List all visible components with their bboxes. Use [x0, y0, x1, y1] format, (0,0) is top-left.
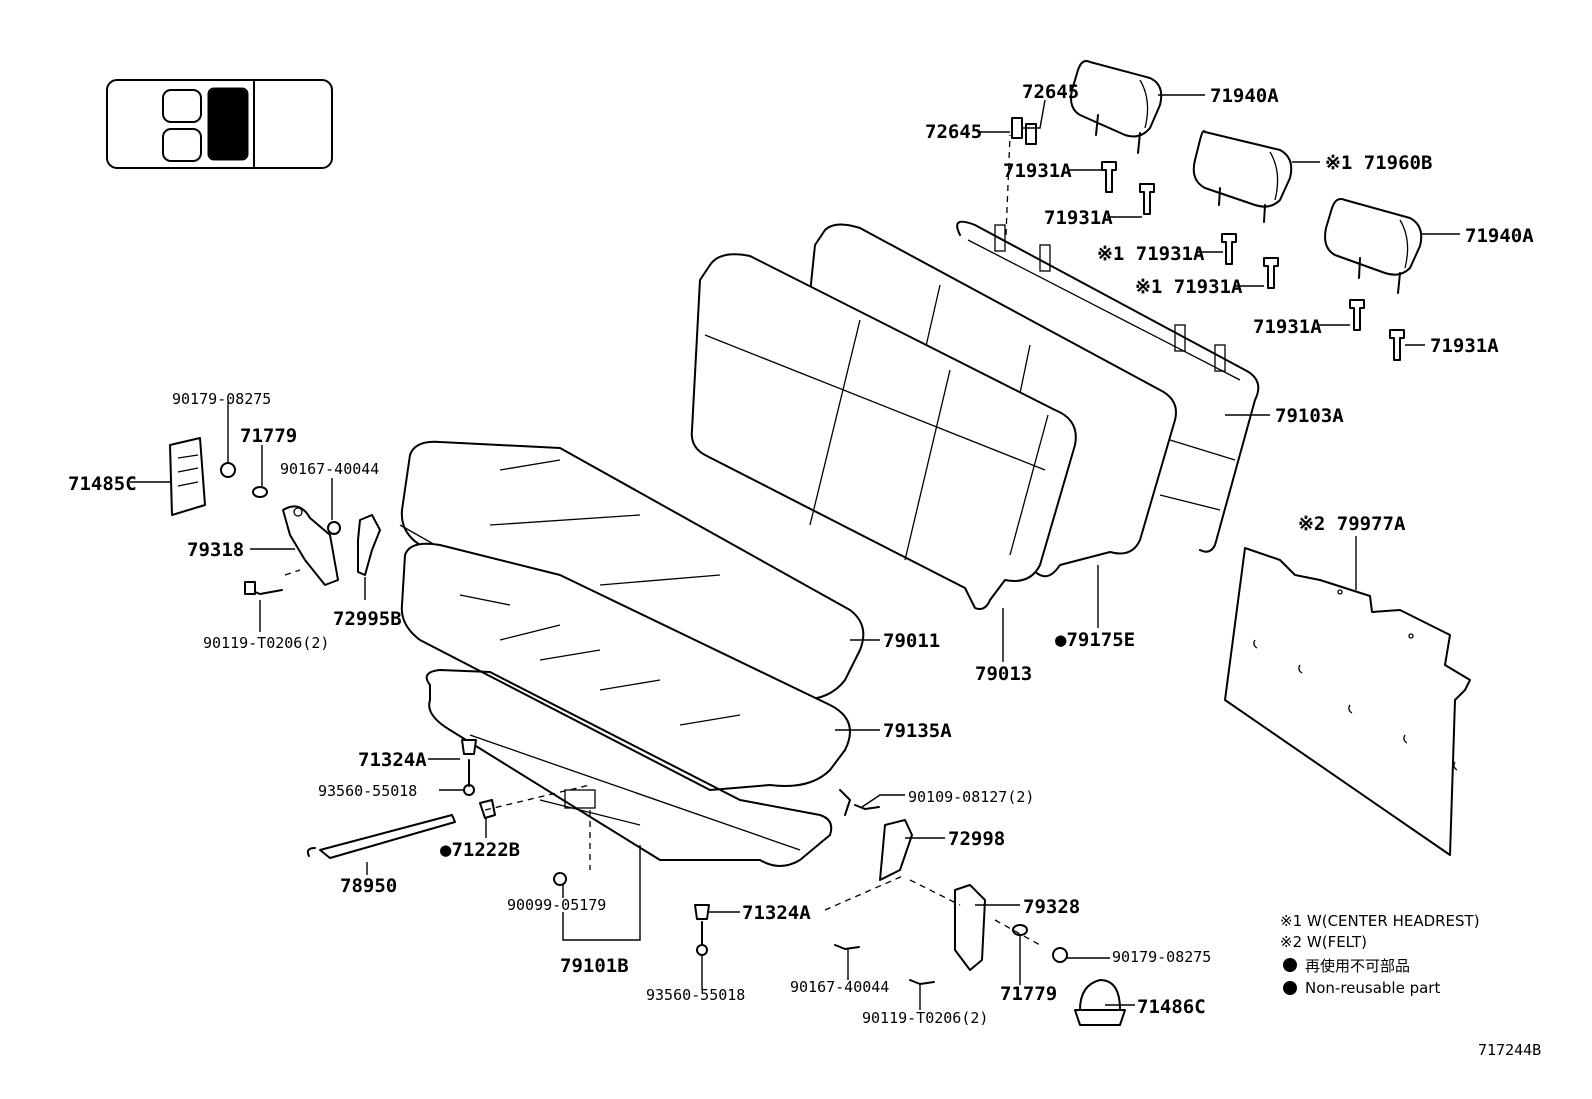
label-79013: 79013 [975, 663, 1032, 685]
label-71940a-right: 71940A [1465, 225, 1534, 247]
label-71960b: ※1 71960B [1325, 152, 1432, 174]
label-71324a-left: 71324A [358, 749, 427, 771]
note-felt: ※2 W(FELT) [1280, 933, 1367, 951]
label-90099-05179: 90099-05179 [507, 896, 606, 914]
seatback-cover [690, 253, 1077, 610]
label-78950: 78950 [340, 875, 397, 897]
label-72645-top: 72645 [1022, 81, 1079, 103]
part-labels: 72645 72645 71940A ※1 71960B 71940A 7193… [68, 81, 1534, 1027]
seatback-frame [956, 220, 1260, 553]
non-reusable-bullet-icon [1283, 958, 1297, 972]
seat-position-indicator [106, 79, 333, 169]
label-79318: 79318 [187, 539, 244, 561]
label-71931a-5: 71931A [1253, 316, 1322, 338]
label-72645: 72645 [925, 121, 982, 143]
label-90167-40044-left: 90167-40044 [280, 460, 379, 478]
leader-lines [130, 94, 1460, 1010]
label-90109-08127: 90109-08127(2) [908, 788, 1034, 806]
label-71931a-6: 71931A [1430, 335, 1499, 357]
left-hinge-parts [169, 437, 381, 595]
label-79101b: 79101B [560, 955, 629, 977]
label-79977a: ※2 79977A [1298, 513, 1406, 535]
note-center-headrest: ※1 W(CENTER HEADREST) [1280, 912, 1480, 930]
label-79135a: 79135A [883, 720, 952, 742]
label-71486c: 71486C [1137, 996, 1206, 1018]
label-71940a-top: 71940A [1210, 85, 1279, 107]
label-71931a-1: 71931A [1003, 160, 1072, 182]
label-72998: 72998 [948, 828, 1005, 850]
note-non-reusable-en: Non-reusable part [1305, 979, 1440, 997]
label-79103a: 79103A [1275, 405, 1344, 427]
label-71324a-right: 71324A [742, 902, 811, 924]
felt-panel [1224, 547, 1471, 856]
label-71222b: ●71222B [440, 839, 520, 861]
headrest-center [1192, 130, 1293, 223]
label-90119-t0206-left: 90119-T0206(2) [203, 634, 329, 652]
note-non-reusable-ja: 再使用不可部品 [1305, 957, 1410, 975]
label-90119-t0206-right: 90119-T0206(2) [862, 1009, 988, 1027]
diagram-id: 717244B [1478, 1041, 1541, 1059]
headrest-right [1324, 198, 1423, 294]
legend: ※1 W(CENTER HEADREST) ※2 W(FELT) 再使用不可部品… [1280, 912, 1480, 997]
label-90179-08275-left: 90179-08275 [172, 390, 271, 408]
non-reusable-bullet-icon [1283, 981, 1297, 995]
seat-cushion-pad [400, 542, 851, 791]
label-79011: 79011 [883, 630, 940, 652]
label-90179-08275-right: 90179-08275 [1112, 948, 1211, 966]
misc-lower-parts [306, 739, 710, 956]
label-72995b: 72995B [333, 608, 402, 630]
label-71779-right: 71779 [1000, 983, 1057, 1005]
label-93560-55018-left: 93560-55018 [318, 782, 417, 800]
label-71485c: 71485C [68, 473, 137, 495]
label-79328: 79328 [1023, 896, 1080, 918]
label-71931a-2: 71931A [1044, 207, 1113, 229]
label-71931a-3: ※1 71931A [1097, 243, 1205, 265]
label-71931a-4: ※1 71931A [1135, 276, 1243, 298]
label-90167-40044-right: 90167-40044 [790, 978, 889, 996]
headrest-top [1070, 60, 1163, 154]
right-hinge-parts [824, 789, 1126, 1026]
headrest-supports [1011, 117, 1405, 361]
label-79175e: ●79175E [1055, 629, 1135, 651]
label-71779-left: 71779 [240, 425, 297, 447]
label-93560-55018-right: 93560-55018 [646, 986, 745, 1004]
